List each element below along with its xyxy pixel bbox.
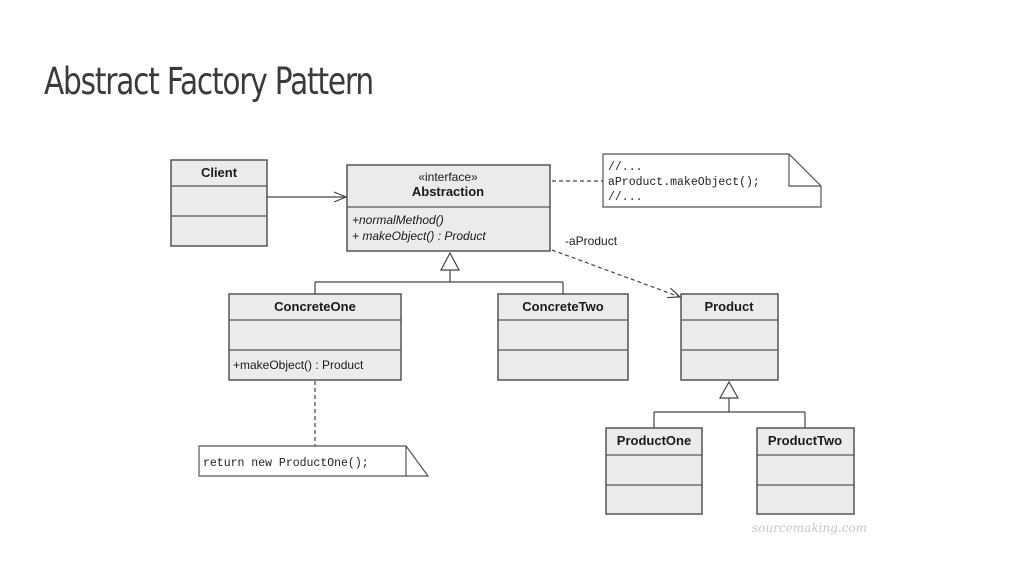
watermark: sourcemaking.com xyxy=(752,521,867,535)
class-stereotype: «interface» xyxy=(418,170,478,184)
class-name: Product xyxy=(704,299,754,314)
note-code-line: //... xyxy=(608,161,643,174)
slide-title: Abstract Factory Pattern xyxy=(44,60,374,103)
inheritance-triangle-icon xyxy=(718,380,740,399)
generalization-abstraction xyxy=(314,251,564,294)
class-operation: +makeObject() : Product xyxy=(233,358,364,372)
generalization-product xyxy=(653,380,806,428)
class-product[interactable]: Product xyxy=(680,293,779,381)
class-product-two[interactable]: ProductTwo xyxy=(756,427,855,515)
class-operation: +normalMethod() xyxy=(352,213,444,227)
note-concrete-one[interactable]: return new ProductOne(); xyxy=(198,445,430,477)
class-name: ProductOne xyxy=(617,433,691,448)
class-abstraction[interactable]: «interface» Abstraction +normalMethod() … xyxy=(346,164,551,252)
class-name: ConcreteOne xyxy=(274,299,356,314)
association-role-label: -aProduct xyxy=(565,234,618,248)
inheritance-triangle-icon xyxy=(440,251,460,271)
note-abstraction[interactable]: //... aProduct.makeObject(); //... xyxy=(602,153,822,208)
note-code-line: aProduct.makeObject(); xyxy=(608,176,760,189)
class-name: ConcreteTwo xyxy=(522,299,603,314)
note-code-line: return new ProductOne(); xyxy=(203,457,369,470)
association-abstraction-product xyxy=(551,249,680,297)
note-code-line: //... xyxy=(608,191,643,204)
class-name: Abstraction xyxy=(412,184,484,199)
class-product-one[interactable]: ProductOne xyxy=(605,427,703,515)
class-operation: + makeObject() : Product xyxy=(352,229,486,243)
class-concrete-one[interactable]: ConcreteOne +makeObject() : Product xyxy=(228,293,402,381)
class-name: ProductTwo xyxy=(768,433,842,448)
class-name: Client xyxy=(201,165,238,180)
class-concrete-two[interactable]: ConcreteTwo xyxy=(497,293,629,381)
class-client[interactable]: Client xyxy=(170,159,268,247)
